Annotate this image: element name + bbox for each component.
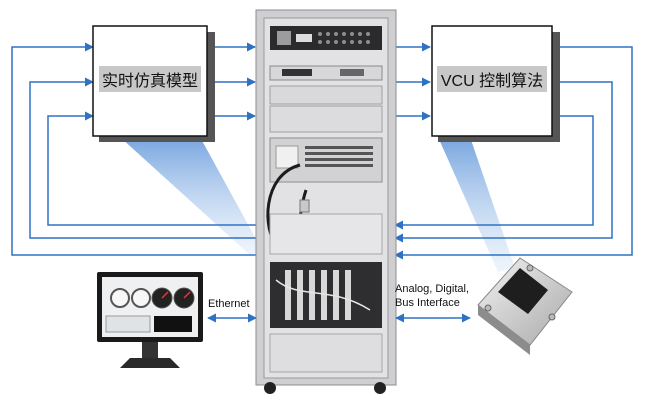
io-label-line1: Analog, Digital, [395, 283, 469, 295]
left-loop-lines [11, 42, 262, 256]
monitor-icon [97, 272, 203, 368]
hil-cabinet-icon [255, 9, 397, 394]
ethernet-label: Ethernet [208, 298, 250, 310]
left-box-label: 实时仿真模型 [99, 66, 201, 92]
right-loop-lines [394, 46, 633, 260]
io-label-line2: Bus Interface [395, 297, 460, 309]
ecu-controller-icon [477, 257, 573, 355]
right-beam [438, 137, 515, 272]
right-box-label: VCU 控制算法 [437, 66, 547, 92]
